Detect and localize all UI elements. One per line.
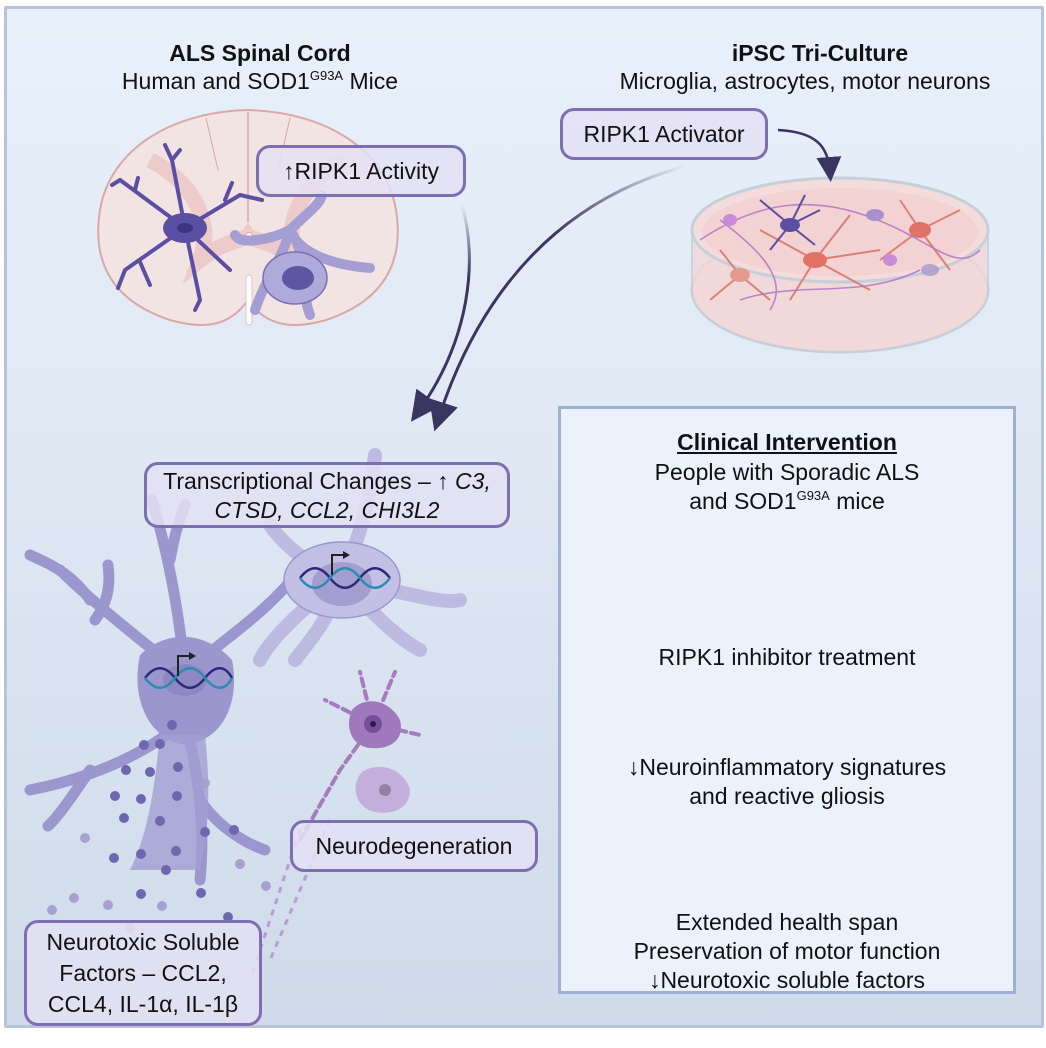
tri-culture-title: iPSC Tri-Culture bbox=[731, 40, 909, 66]
neurotoxic-line: CCL4, IL-1α, IL-1β bbox=[47, 991, 239, 1017]
clinical-intervention-panel: Clinical Intervention People with Sporad… bbox=[558, 406, 1016, 994]
ripk1-activity-label: ↑RIPK1 Activity bbox=[256, 145, 466, 197]
subtitle-text: Human and SOD1 bbox=[121, 68, 310, 94]
activator-arrow bbox=[777, 128, 842, 182]
gene-list: CTSD, CCL2, CHI3L2 bbox=[214, 497, 440, 523]
transcriptional-changes-label: Transcriptional Changes – ↑ C3, CTSD, CC… bbox=[144, 462, 510, 528]
spinal-cord-illustration bbox=[97, 108, 399, 327]
gene-list: C3, bbox=[455, 468, 491, 494]
ripk1-activator-label: RIPK1 Activator bbox=[560, 108, 768, 160]
neurotoxic-factors-label: Neurotoxic Soluble Factors – CCL2, CCL4,… bbox=[24, 920, 262, 1026]
outcome-neuroinflammation: ↓Neuroinflammatory signatures bbox=[627, 754, 947, 780]
dna-icon-upper bbox=[299, 551, 391, 589]
large-neuron-illustration bbox=[24, 494, 306, 886]
tri-culture-subtitle: Microglia, astrocytes, motor neurons bbox=[619, 68, 991, 94]
petri-dish-illustration bbox=[690, 176, 990, 354]
spinal-cord-subtitle: Human and SOD1G93A Mice bbox=[70, 68, 450, 95]
population-text: mice bbox=[829, 488, 885, 514]
outcome-neurotoxic-factors: ↓Neurotoxic soluble factors bbox=[648, 967, 926, 993]
neurotoxic-line: Neurotoxic Soluble bbox=[46, 929, 240, 955]
astrocyte-illustration bbox=[230, 190, 375, 320]
superscript-mutation: G93A bbox=[796, 488, 830, 503]
transcriptional-prefix: Transcriptional Changes – ↑ bbox=[163, 468, 456, 494]
clinical-population-line: People with Sporadic ALS bbox=[654, 459, 920, 485]
culture-to-transcription-arrow bbox=[429, 164, 687, 432]
motor-neuron-illustration bbox=[110, 143, 264, 312]
neurodegeneration-label: Neurodegeneration bbox=[290, 820, 538, 872]
clinical-heading: Clinical Intervention bbox=[677, 429, 897, 455]
spinal-cord-title: ALS Spinal Cord bbox=[169, 40, 351, 66]
superscript-mutation: G93A bbox=[309, 68, 344, 83]
outcome-gliosis: and reactive gliosis bbox=[689, 783, 885, 809]
population-text: and SOD1 bbox=[689, 488, 797, 514]
clinical-population-line: and SOD1G93A mice bbox=[561, 488, 1013, 515]
outcome-health-span: Extended health span bbox=[675, 909, 899, 935]
outcome-motor-function: Preservation of motor function bbox=[633, 938, 941, 964]
dna-icon-lower bbox=[144, 652, 234, 689]
neurotoxic-line: Factors – CCL2, bbox=[59, 960, 227, 986]
subtitle-text: Mice bbox=[343, 68, 399, 94]
spinal-to-transcription-arrow bbox=[410, 204, 471, 422]
treatment-label: RIPK1 inhibitor treatment bbox=[658, 644, 916, 670]
